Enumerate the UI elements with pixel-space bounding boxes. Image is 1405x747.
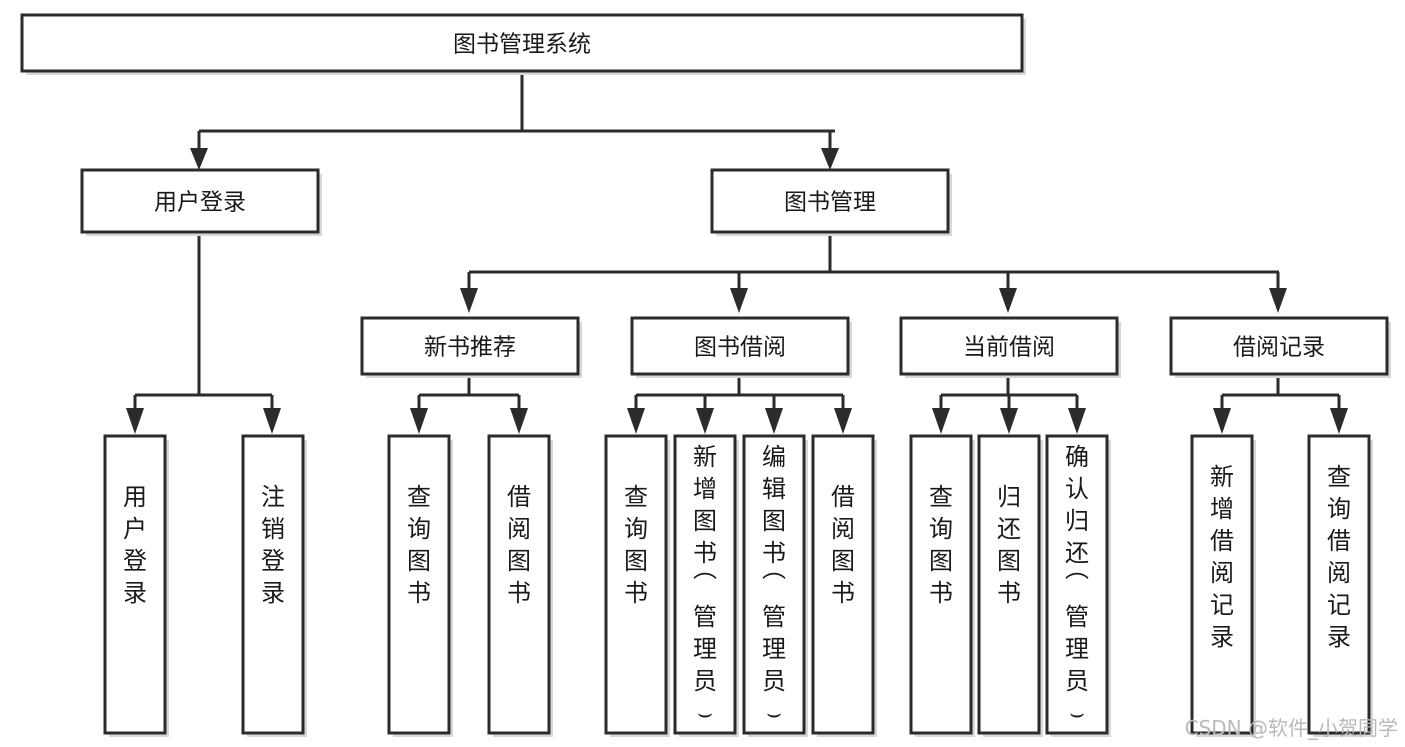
new-book-label: 新书推荐 bbox=[424, 335, 516, 361]
arrow-user-login-leaf2 bbox=[263, 408, 281, 434]
leaf-box bbox=[487, 434, 551, 735]
node-borrow-record[interactable]: 借阅记录 bbox=[1169, 316, 1391, 378]
leaf-current-borrow-return[interactable]: 归还图书 bbox=[977, 434, 1043, 737]
borrow-record-label: 借阅记录 bbox=[1233, 335, 1325, 361]
node-new-book-recommend[interactable]: 新书推荐 bbox=[360, 316, 582, 378]
leaf-box bbox=[387, 434, 451, 735]
leaf-label: 编辑图书⌒管理员⌣ bbox=[762, 443, 786, 727]
user-login-box bbox=[80, 168, 320, 234]
arrow-current-borrow-leaf2 bbox=[1000, 408, 1018, 434]
root-label: 图书管理系统 bbox=[453, 32, 591, 58]
book-borrow-label: 图书借阅 bbox=[694, 335, 786, 361]
leaf-new-book-query[interactable]: 查询图书 bbox=[387, 434, 453, 737]
leaf-box bbox=[604, 434, 668, 735]
leaf-label: 注销登录 bbox=[261, 483, 285, 607]
leaf-user-login-logout[interactable]: 注销登录 bbox=[241, 434, 307, 737]
leaf-box bbox=[103, 434, 167, 735]
root-box bbox=[20, 13, 1024, 73]
leaf-borrow-record-query[interactable]: 查询借阅记录 bbox=[1307, 434, 1373, 737]
leaf-new-book-borrow[interactable]: 借阅图书 bbox=[487, 434, 553, 737]
borrow-record-box bbox=[1169, 316, 1389, 376]
leaf-box bbox=[909, 434, 973, 735]
node-root[interactable]: 图书管理系统 bbox=[20, 13, 1026, 75]
arrow-to-new-book bbox=[460, 288, 478, 313]
node-book-borrow[interactable]: 图书借阅 bbox=[630, 316, 852, 378]
arrow-current-borrow-leaf1 bbox=[932, 408, 950, 434]
leaf-label: 确认归还⌒管理员⌣ bbox=[1065, 443, 1089, 727]
leaf-box bbox=[1307, 434, 1371, 735]
node-user-login[interactable]: 用户登录 bbox=[80, 168, 322, 236]
arrow-new-book-leaf1 bbox=[410, 408, 428, 434]
current-borrow-label: 当前借阅 bbox=[963, 335, 1055, 361]
leaf-box bbox=[811, 434, 875, 735]
book-manage-label: 图书管理 bbox=[784, 190, 876, 216]
connector-group bbox=[126, 73, 1348, 434]
arrow-book-borrow-leaf2 bbox=[696, 408, 714, 434]
leaf-user-login-login[interactable]: 用户登录 bbox=[103, 434, 169, 737]
arrow-user-login-leaf1 bbox=[126, 408, 144, 434]
arrow-borrow-record-leaf1 bbox=[1213, 408, 1231, 434]
leaf-current-borrow-confirm[interactable]: 确认归还⌒管理员⌣ bbox=[1045, 434, 1111, 737]
arrow-borrow-record-leaf2 bbox=[1330, 408, 1348, 434]
leaf-label: 归还图书 bbox=[997, 483, 1021, 607]
leaf-borrow-record-add[interactable]: 新增借阅记录 bbox=[1190, 434, 1256, 737]
leaf-label: 查询图书 bbox=[624, 483, 648, 607]
leaf-box bbox=[1190, 434, 1254, 735]
leaf-box bbox=[241, 434, 305, 735]
arrow-book-borrow-leaf3 bbox=[765, 408, 783, 434]
node-current-borrow[interactable]: 当前借阅 bbox=[899, 316, 1121, 378]
new-book-box bbox=[360, 316, 580, 376]
leaf-current-borrow-query[interactable]: 查询图书 bbox=[909, 434, 975, 737]
arrow-to-book-manage bbox=[821, 148, 839, 170]
leaf-book-borrow-add[interactable]: 新增图书⌒管理员⌣ bbox=[673, 434, 739, 737]
book-manage-box bbox=[710, 168, 950, 234]
leaf-label: 查询图书 bbox=[929, 483, 953, 607]
leaf-box bbox=[673, 434, 737, 735]
arrow-book-borrow-leaf1 bbox=[627, 408, 645, 434]
leaf-book-borrow-borrow[interactable]: 借阅图书 bbox=[811, 434, 877, 737]
leaf-box bbox=[1045, 434, 1109, 735]
leaf-label: 查询借阅记录 bbox=[1327, 463, 1351, 651]
leaf-label: 新增借阅记录 bbox=[1210, 463, 1234, 651]
book-borrow-box bbox=[630, 316, 850, 376]
leaf-box bbox=[977, 434, 1041, 735]
leaf-label: 借阅图书 bbox=[507, 483, 531, 607]
arrow-to-borrow-record bbox=[1269, 288, 1287, 313]
leaf-label: 查询图书 bbox=[407, 483, 431, 607]
arrow-new-book-leaf2 bbox=[510, 408, 528, 434]
user-login-label: 用户登录 bbox=[154, 190, 246, 216]
leaf-label: 新增图书⌒管理员⌣ bbox=[693, 443, 717, 727]
arrow-current-borrow-leaf3 bbox=[1068, 408, 1086, 434]
watermark-text: CSDN @软件_小贺同学 bbox=[1185, 716, 1398, 740]
node-book-manage[interactable]: 图书管理 bbox=[710, 168, 952, 236]
arrow-book-borrow-leaf4 bbox=[834, 408, 852, 434]
arrow-to-book-borrow bbox=[730, 288, 748, 313]
leaf-label: 用户登录 bbox=[123, 483, 147, 607]
current-borrow-box bbox=[899, 316, 1119, 376]
arrow-to-current-borrow bbox=[999, 288, 1017, 313]
leaf-book-borrow-query[interactable]: 查询图书 bbox=[604, 434, 670, 737]
leaf-book-borrow-edit[interactable]: 编辑图书⌒管理员⌣ bbox=[742, 434, 808, 737]
arrow-to-user-login bbox=[190, 148, 208, 170]
leaf-box bbox=[742, 434, 806, 735]
leaf-label: 借阅图书 bbox=[831, 483, 855, 607]
